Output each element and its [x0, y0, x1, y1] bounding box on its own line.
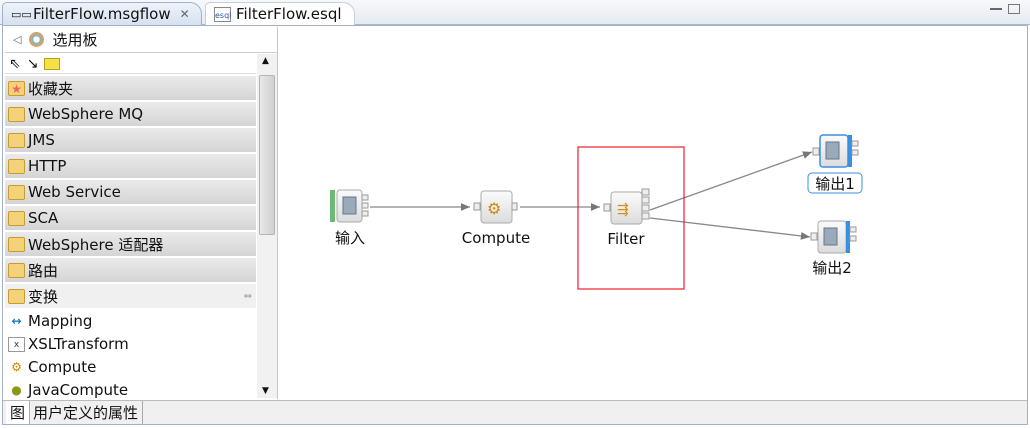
drawer-label: 路由	[28, 261, 59, 280]
scroll-up-icon[interactable]: ▲	[262, 56, 269, 66]
drawer-label: WebSphere MQ	[28, 105, 144, 123]
svg-text:⚙: ⚙	[487, 199, 501, 218]
folder-sca-icon	[8, 210, 25, 226]
folder-adapter-icon	[8, 236, 25, 252]
folder-jms-icon	[8, 132, 25, 148]
drawer-jms[interactable]: JMS	[5, 128, 256, 153]
maximize-button[interactable]	[1008, 4, 1020, 14]
connection-filter-output1	[649, 151, 813, 211]
item-label: Mapping	[28, 312, 93, 330]
node-input	[330, 189, 369, 223]
drawer-sca[interactable]: SCA	[5, 206, 256, 231]
connection-tool-icon[interactable]: ↘	[26, 55, 39, 72]
java-bean-icon: ●	[11, 382, 22, 397]
collapse-palette-icon[interactable]: ◁	[13, 33, 22, 46]
palette-item-mapping[interactable]: ↔ Mapping	[8, 310, 92, 332]
node-label-output2[interactable]: 输出2	[812, 259, 852, 277]
item-label: JavaCompute	[28, 381, 129, 399]
node-label-output1[interactable]: 输出1	[815, 175, 855, 193]
node-label-compute[interactable]: Compute	[462, 229, 530, 247]
mapping-icon: ↔	[11, 313, 22, 328]
flow-canvas[interactable]: ⚙ ⇶ 输入 Compute Filter 输出1 输出2	[279, 27, 1025, 399]
tab-filterflow-esql[interactable]: esql FilterFlow.esql	[205, 2, 355, 25]
folder-routing-icon	[8, 262, 25, 278]
node-label-filter[interactable]: Filter	[607, 230, 645, 248]
item-label: XSLTransform	[28, 335, 129, 353]
palette-toolbar: ⇖ ↘	[5, 54, 256, 74]
tab-label: FilterFlow.msgflow	[33, 5, 171, 23]
drawer-label: WebSphere 适配器	[28, 235, 164, 254]
tab-label: 图	[10, 404, 26, 422]
editor-tab-bar: ▭▭ FilterFlow.msgflow ✕ esql FilterFlow.…	[0, 0, 1030, 25]
drawer-websphere-mq[interactable]: WebSphere MQ	[5, 102, 256, 127]
palette-item-javacompute[interactable]: ● JavaCompute	[8, 379, 128, 401]
scrollbar-thumb[interactable]	[259, 75, 275, 235]
palette-icon	[29, 32, 45, 47]
bottom-tab-bar: 图 用户定义的属性	[3, 400, 1027, 424]
drawer-http[interactable]: HTTP	[5, 154, 256, 179]
tab-graph[interactable]: 图	[6, 401, 31, 424]
palette-panel: ◁ 选用板 ⇖ ↘ ★收藏夹 WebSphere MQ JMS HTTP Web…	[5, 27, 278, 399]
drawer-routing[interactable]: 路由	[5, 258, 256, 283]
drawer-label: HTTP	[28, 157, 67, 175]
esql-file-icon: esql	[214, 6, 231, 22]
drawer-favorites[interactable]: ★收藏夹	[5, 76, 256, 101]
node-filter: ⇶	[603, 188, 650, 225]
drawer-label: 收藏夹	[28, 79, 74, 98]
close-icon[interactable]: ✕	[179, 7, 190, 21]
svg-text:⇶: ⇶	[617, 202, 629, 218]
scroll-down-icon[interactable]: ▼	[262, 386, 269, 396]
node-label-input[interactable]: 输入	[335, 229, 365, 247]
connection-filter-output2	[649, 217, 811, 240]
tab-filterflow-msgflow[interactable]: ▭▭ FilterFlow.msgflow ✕	[2, 2, 202, 25]
palette-title: 选用板	[52, 31, 98, 49]
drawer-label: SCA	[28, 209, 59, 227]
pin-icon[interactable]: ⇔	[243, 290, 252, 302]
drawer-label: JMS	[28, 131, 55, 149]
item-label: Compute	[28, 358, 97, 376]
tab-user-defined-properties[interactable]: 用户定义的属性	[29, 401, 144, 424]
palette-item-compute[interactable]: ⚙ Compute	[8, 356, 96, 378]
note-tool-icon[interactable]	[44, 57, 61, 70]
tab-label: 用户定义的属性	[33, 404, 139, 422]
gears-icon: ⚙	[11, 359, 22, 374]
xsl-icon: x	[8, 336, 25, 352]
drawer-transformation[interactable]: 变换 ⇔	[5, 284, 256, 309]
node-output1	[807, 134, 863, 194]
select-tool-icon[interactable]: ⇖	[9, 55, 21, 72]
folder-webservice-icon	[8, 184, 25, 200]
drawer-label: Web Service	[28, 183, 121, 201]
drawer-label: 变换	[28, 287, 59, 306]
folder-open-icon	[8, 288, 25, 304]
msgflow-icon: ▭▭	[11, 7, 32, 21]
drawer-websphere-adapters[interactable]: WebSphere 适配器	[5, 232, 256, 257]
node-output2	[810, 220, 857, 254]
folder-mq-icon	[8, 106, 25, 122]
node-compute: ⚙	[473, 190, 518, 224]
folder-star-icon: ★	[8, 80, 25, 96]
minimize-button[interactable]	[990, 4, 1002, 10]
drawer-web-service[interactable]: Web Service	[5, 180, 256, 205]
highlight-box	[577, 146, 685, 290]
folder-http-icon	[8, 158, 25, 174]
tab-label: FilterFlow.esql	[236, 5, 342, 23]
